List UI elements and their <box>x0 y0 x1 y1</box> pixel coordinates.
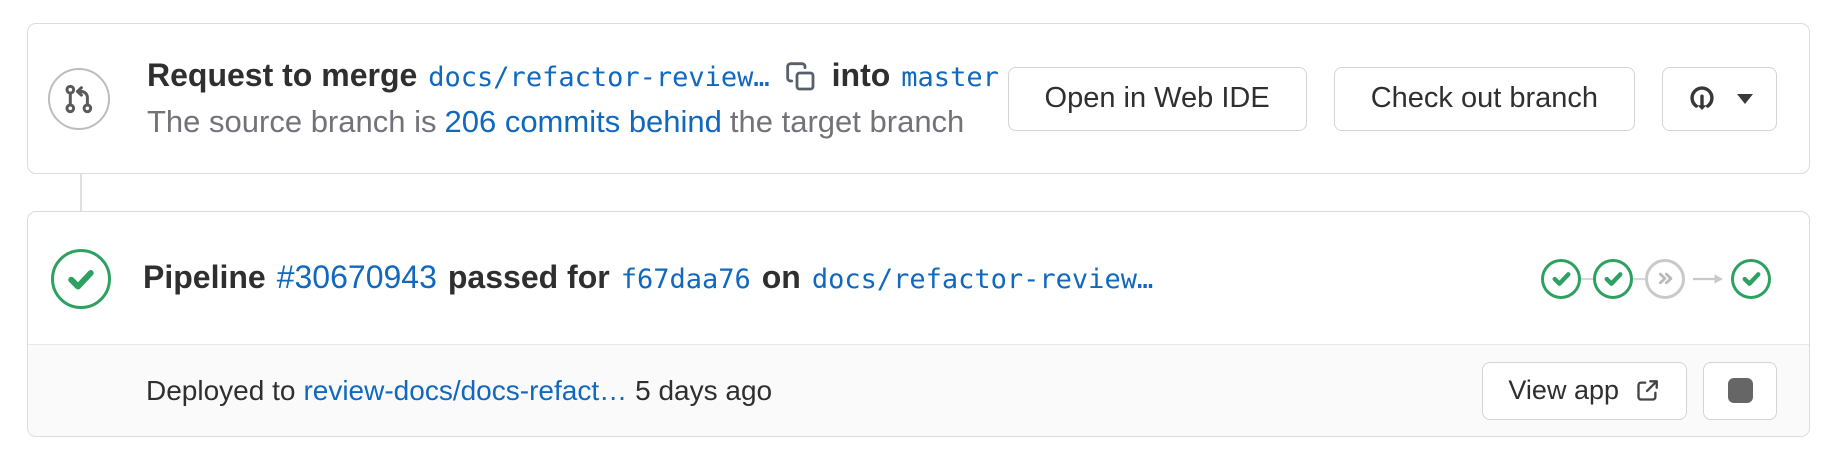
download-dropdown-button[interactable] <box>1662 66 1777 131</box>
pipeline-summary-line: Pipeline #30670943 passed for f67daa76 o… <box>143 259 1153 298</box>
stage-connector <box>1633 277 1645 280</box>
deployment-info-line: Deployed to review-docs/docs-refact… 5 d… <box>146 375 772 407</box>
view-app-label: View app <box>1508 375 1619 405</box>
pipeline-label: Pipeline <box>143 259 266 295</box>
merge-request-icon <box>48 67 110 130</box>
on-label: on <box>761 259 801 295</box>
copy-branch-name-icon[interactable] <box>785 61 817 93</box>
view-app-button[interactable]: View app <box>1482 361 1687 420</box>
environment-link[interactable]: review-docs/docs-refact… <box>303 374 628 406</box>
merge-request-title-line: Request to merge docs/refactor-review… i… <box>147 57 999 96</box>
open-in-web-ide-button[interactable]: Open in Web IDE <box>1007 66 1307 131</box>
stage-circle-downstream-passed[interactable] <box>1731 258 1771 299</box>
source-branch-link[interactable]: docs/refactor-review… <box>428 62 770 93</box>
stage-connector <box>1581 277 1593 280</box>
chevron-down-icon <box>1736 93 1754 105</box>
merge-request-header-card: Request to merge docs/refactor-review… i… <box>27 23 1810 174</box>
commit-sha-link[interactable]: f67daa76 <box>620 264 751 295</box>
deployed-to-label: Deployed to <box>146 374 296 406</box>
pipeline-branch-link[interactable]: docs/refactor-review… <box>811 264 1154 295</box>
stage-circle-stage-3-skipped[interactable] <box>1645 258 1685 299</box>
target-branch-link[interactable]: master <box>901 62 999 93</box>
commits-behind-link[interactable]: 206 commits behind <box>444 104 722 139</box>
widget-connector-line <box>80 173 82 212</box>
passed-for-label: passed for <box>447 259 610 295</box>
download-icon <box>1685 82 1719 116</box>
stage-circle-stage-2-passed[interactable] <box>1593 258 1633 299</box>
stop-environment-button[interactable] <box>1703 361 1777 420</box>
behind-suffix: the target branch <box>729 104 965 139</box>
status-success-icon <box>51 248 111 309</box>
behind-prefix: The source branch is <box>147 104 437 139</box>
pipeline-id-link[interactable]: #30670943 <box>276 259 437 295</box>
merge-request-title-block: Request to merge docs/refactor-review… i… <box>147 57 999 140</box>
pipeline-widget-card: Pipeline #30670943 passed for f67daa76 o… <box>27 211 1810 437</box>
downstream-arrow-icon <box>1692 272 1724 286</box>
stop-icon <box>1727 378 1753 403</box>
merge-request-actions: Open in Web IDE Check out branch <box>1007 66 1777 131</box>
mini-pipeline-graph <box>1541 258 1771 299</box>
pipeline-status-row: Pipeline #30670943 passed for f67daa76 o… <box>28 212 1809 345</box>
deployment-time-ago: 5 days ago <box>635 374 773 406</box>
external-link-icon <box>1634 377 1661 404</box>
deployment-row: Deployed to review-docs/docs-refact… 5 d… <box>28 344 1809 436</box>
deployment-actions: View app <box>1482 361 1777 420</box>
into-label: into <box>831 57 891 93</box>
check-out-branch-button[interactable]: Check out branch <box>1333 66 1635 131</box>
request-to-merge-label: Request to merge <box>147 57 418 93</box>
stage-circle-stage-1-passed[interactable] <box>1541 258 1581 299</box>
branch-status-line: The source branch is 206 commits behind … <box>147 104 999 140</box>
